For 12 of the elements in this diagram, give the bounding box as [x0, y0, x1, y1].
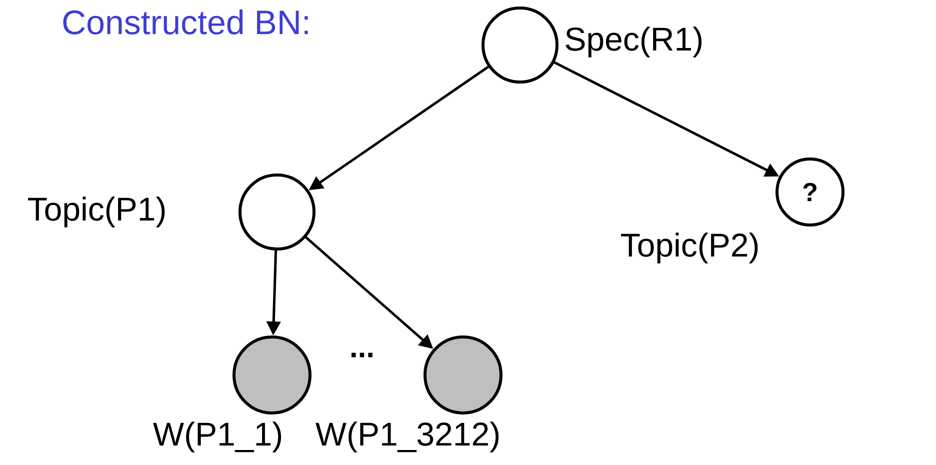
circle-node [424, 336, 502, 414]
node-label: Topic(P1) [28, 196, 165, 228]
circle-node [482, 6, 558, 84]
title: Constructed BN: [63, 10, 308, 34]
question-node: ? [776, 158, 844, 226]
node-label: W(P1_3212) [316, 422, 499, 452]
node-label: W(P1_1) [153, 422, 282, 452]
circle-node [238, 174, 316, 250]
ellipsis: ... [352, 352, 372, 358]
circle-node [232, 336, 312, 414]
node-label: Topic(P2) [621, 232, 758, 264]
node-label: Spec(R1) [566, 26, 702, 58]
